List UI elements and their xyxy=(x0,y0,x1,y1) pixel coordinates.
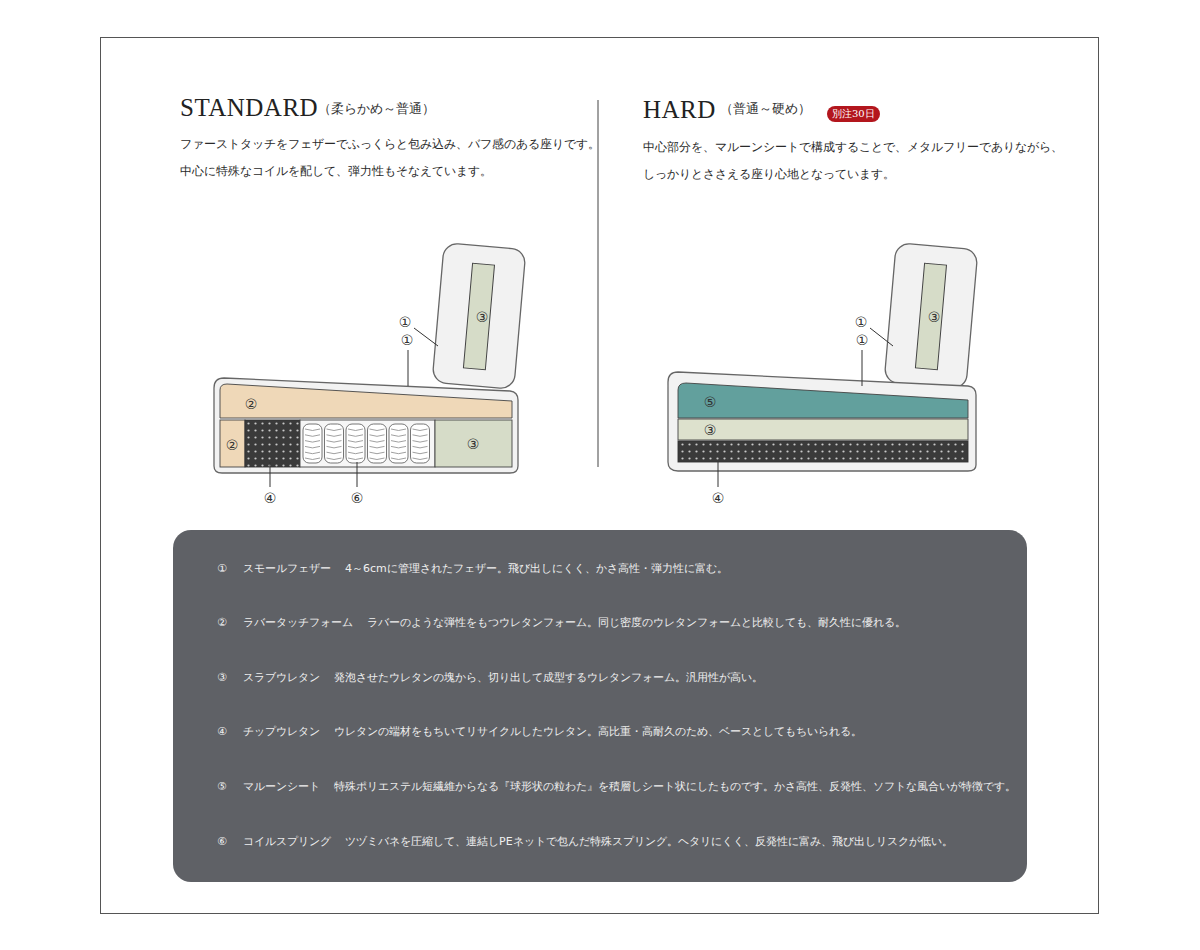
callout-number: ① xyxy=(856,332,869,349)
description: しっかりとささえる座り心地となっています。 xyxy=(643,167,895,181)
callout-number: ③ xyxy=(928,309,941,326)
callout-number: ③ xyxy=(476,309,489,326)
material-description: 特殊ポリエステル短繊維からなる『球形状の粒わた』を積層しシート状にしたものです。… xyxy=(334,779,1016,794)
callout-number: ② xyxy=(226,437,239,454)
material-description: ラバーのような弾性をもつウレタンフォーム。同じ密度のウレタンフォームと比較しても… xyxy=(367,615,906,630)
description: 中心部分を、マルーンシートで構成することで、メタルフリーでありながら、 xyxy=(643,140,1063,154)
material-description: ツヅミバネを圧縮して、連結しPEネットで包んだ特殊スプリング。ヘタリにくく、反発… xyxy=(345,834,953,849)
seat-cushion xyxy=(214,378,518,473)
badge-text: 別注30日 xyxy=(832,108,875,119)
material-row: ④ チップウレタンウレタンの端材をもちいてリサイクルしたウレタン。高比重・高耐久の… xyxy=(217,724,862,739)
page-frame xyxy=(101,38,1099,914)
material-description: ウレタンの端材をもちいてリサイクルしたウレタン。高比重・高耐久のため、ベースとし… xyxy=(334,724,862,739)
material-number: ⑤ xyxy=(217,780,239,793)
leader-lines xyxy=(270,328,438,487)
material-name: チップウレタン xyxy=(243,724,320,739)
material-number: ② xyxy=(217,616,239,629)
material-row: ② ラバータッチフォームラバーのような弾性をもつウレタンフォーム。同じ密度のウレタ… xyxy=(217,615,906,630)
material-number: ④ xyxy=(217,725,239,738)
callout-number: ① xyxy=(855,314,868,331)
material-row: ① スモールフェザー 4～6cmに管理されたフェザー。飛び出しにくく、かさ高性・弾力… xyxy=(217,561,728,576)
back-cushion xyxy=(432,243,526,390)
subheading: （柔らかめ～普通） xyxy=(318,101,435,117)
material-name: スモールフェザー xyxy=(243,561,331,576)
material-panel: ① スモールフェザー 4～6cmに管理されたフェザー。飛び出しにくく、かさ高性・弾力… xyxy=(173,530,1027,882)
material-number: ⑥ xyxy=(217,835,239,848)
callout-number: ③ xyxy=(467,436,480,453)
callout-number: ④ xyxy=(264,490,277,507)
callout-number: ④ xyxy=(712,490,725,507)
material-number: ③ xyxy=(217,671,239,684)
subheading: （普通～硬め） xyxy=(720,101,811,117)
material-description: 4～6cmに管理されたフェザー。飛び出しにくく、かさ高性・弾力性に富む。 xyxy=(345,561,728,576)
description: ファーストタッチをフェザーでふっくらと包み込み、バフ感のある座りです。 xyxy=(180,137,600,151)
callout-number: ③ xyxy=(704,422,717,439)
material-name: マルーンシート xyxy=(243,779,320,794)
material-row: ③ スラブウレタン発泡させたウレタンの塊から、切り出して成型するウレタンフォーム。… xyxy=(217,670,763,685)
callout-number: ⑥ xyxy=(351,490,364,507)
seat-cushion xyxy=(668,372,976,471)
material-name: ラバータッチフォーム xyxy=(243,615,353,630)
callout-number: ② xyxy=(245,396,258,413)
callout-number: ① xyxy=(399,314,412,331)
material-number: ① xyxy=(217,562,239,575)
material-name: スラブウレタン xyxy=(243,670,320,685)
leader-lines xyxy=(718,328,893,487)
back-cushion xyxy=(884,243,978,390)
callout-number: ① xyxy=(401,332,414,349)
heading: HARD xyxy=(643,95,716,125)
material-row: ⑥ コイルスプリングツヅミバネを圧縮して、連結しPEネットで包んだ特殊スプリング。… xyxy=(217,834,953,849)
material-description: 発泡させたウレタンの塊から、切り出して成型するウレタンフォーム。汎用性が高い。 xyxy=(334,670,763,685)
callout-number: ⑤ xyxy=(704,394,717,411)
description: 中心に特殊なコイルを配して、弾力性もそなえています。 xyxy=(180,164,492,178)
material-name: コイルスプリング xyxy=(243,834,331,849)
divider xyxy=(598,100,599,467)
order-badge: 別注30日 xyxy=(827,106,880,122)
material-row: ⑤ マルーンシート特殊ポリエステル短繊維からなる『球形状の粒わた』を積層しシート状… xyxy=(217,779,1016,794)
heading: STANDARD xyxy=(180,93,318,123)
